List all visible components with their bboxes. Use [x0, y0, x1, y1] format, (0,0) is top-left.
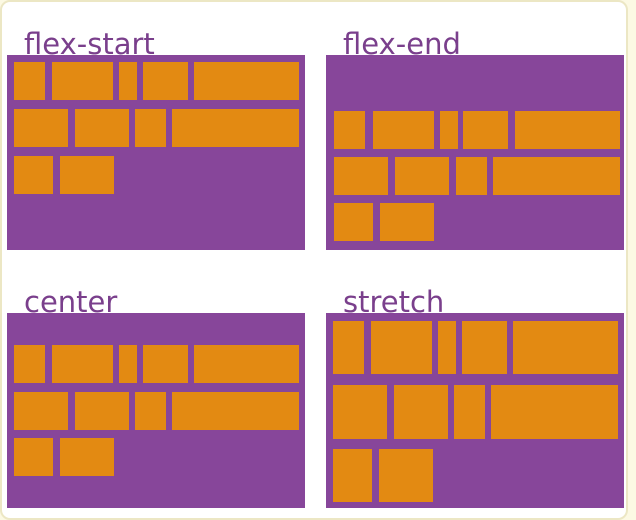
flex-item	[462, 321, 507, 374]
flex-item	[60, 156, 114, 194]
flex-item	[14, 345, 45, 383]
container-center	[7, 313, 305, 508]
flex-item	[333, 385, 387, 439]
flex-item	[14, 392, 68, 430]
flex-item	[119, 62, 137, 100]
flex-item	[75, 392, 129, 430]
flex-item	[334, 203, 373, 241]
flex-item	[491, 385, 618, 439]
flex-item	[395, 157, 449, 195]
flex-item	[334, 157, 388, 195]
container-flex-end	[326, 55, 624, 250]
flex-item	[454, 385, 485, 439]
panel-title-flex-start: flex-start	[24, 27, 155, 61]
flex-item	[172, 392, 299, 430]
flex-item	[380, 203, 434, 241]
flex-item	[438, 321, 456, 374]
flex-item	[463, 111, 508, 149]
flex-item	[456, 157, 487, 195]
flex-item	[143, 62, 188, 100]
flex-item	[333, 449, 372, 502]
flex-item	[172, 109, 299, 147]
panel-title-flex-end: flex-end	[343, 27, 461, 61]
flex-item	[394, 385, 448, 439]
flex-item	[194, 62, 299, 100]
panel-title-center: center	[24, 285, 118, 319]
flex-item	[14, 62, 45, 100]
flex-item	[379, 449, 433, 502]
flex-item	[14, 109, 68, 147]
flex-item	[493, 157, 620, 195]
flex-item	[75, 109, 129, 147]
flex-item	[440, 111, 458, 149]
flex-item	[60, 438, 114, 476]
flex-item	[513, 321, 618, 374]
panel-title-stretch: stretch	[343, 285, 445, 319]
container-flex-start	[7, 55, 305, 250]
flex-item	[371, 321, 432, 374]
flex-item	[373, 111, 434, 149]
flex-item	[14, 438, 53, 476]
flex-item	[52, 345, 113, 383]
flex-item	[135, 392, 166, 430]
flex-item	[14, 156, 53, 194]
flex-item	[194, 345, 299, 383]
flex-item	[334, 111, 365, 149]
flex-item	[52, 62, 113, 100]
flex-item	[333, 321, 364, 374]
flex-item	[119, 345, 137, 383]
flex-item	[143, 345, 188, 383]
flex-item	[135, 109, 166, 147]
container-stretch	[326, 313, 624, 508]
flex-item	[515, 111, 620, 149]
